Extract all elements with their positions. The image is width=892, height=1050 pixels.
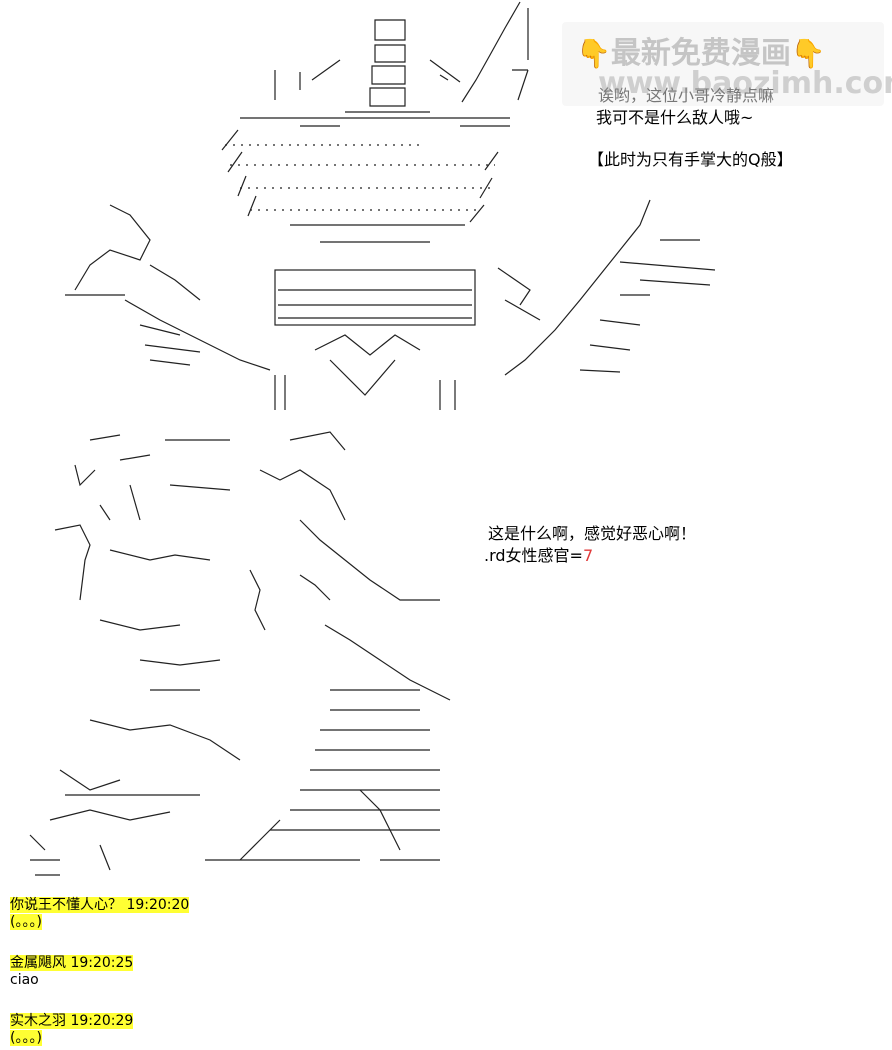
comment-text: ciao bbox=[10, 972, 39, 988]
comment-item: 实木之羽 19:20:29 (。。。) bbox=[10, 1013, 134, 1047]
comment-user: 实木之羽 bbox=[10, 1013, 66, 1029]
dialogue-line-2: 我可不是什么敌人哦~ bbox=[596, 108, 754, 127]
dialogue-line-1: 诶哟，这位小哥冷静点嘛 bbox=[598, 86, 775, 105]
comment-header: 你说王不懂人心？ 19:20:20 bbox=[10, 897, 190, 913]
comment-header: 金属飓风 19:20:25 bbox=[10, 955, 134, 971]
dialogue-line-4: 这是什么啊，感觉好恶心啊！ bbox=[488, 524, 697, 543]
comment-user: 金属飓风 bbox=[10, 955, 66, 971]
stat-value: 7 bbox=[582, 546, 594, 565]
watermark-url: www.baozimh.com bbox=[598, 66, 892, 101]
comment-item: 你说王不懂人心？ 19:20:20 (。。。) bbox=[10, 897, 190, 931]
comment-header: 实木之羽 19:20:29 bbox=[10, 1013, 134, 1029]
stat-label: .rd女性感官= bbox=[484, 546, 583, 565]
comment-time: 19:20:25 bbox=[70, 955, 134, 971]
ascii-art-drawing bbox=[29, 1, 716, 876]
comment-time: 19:20:20 bbox=[126, 897, 190, 913]
comment-text: (。。。) bbox=[10, 914, 42, 930]
dialogue-line-3: 【此时为只有手掌大的Q般】 bbox=[588, 150, 793, 169]
dialogue-line-5: .rd女性感官=7 bbox=[484, 546, 593, 566]
comment-item: 金属飓风 19:20:25 ciao bbox=[10, 955, 134, 989]
watermark-title: 👇最新免费漫画👇 bbox=[576, 36, 826, 71]
comment-user: 你说王不懂人心？ bbox=[10, 897, 122, 913]
comment-time: 19:20:29 bbox=[70, 1013, 134, 1029]
watermark-banner: 👇最新免费漫画👇 www.baozimh.com bbox=[562, 22, 892, 106]
comment-text: (。。。) bbox=[10, 1030, 42, 1046]
pointing-down-hand-icon: 👇 bbox=[576, 37, 611, 70]
ascii-art-illustration bbox=[29, 1, 716, 876]
pointing-down-hand-icon: 👇 bbox=[790, 37, 826, 70]
